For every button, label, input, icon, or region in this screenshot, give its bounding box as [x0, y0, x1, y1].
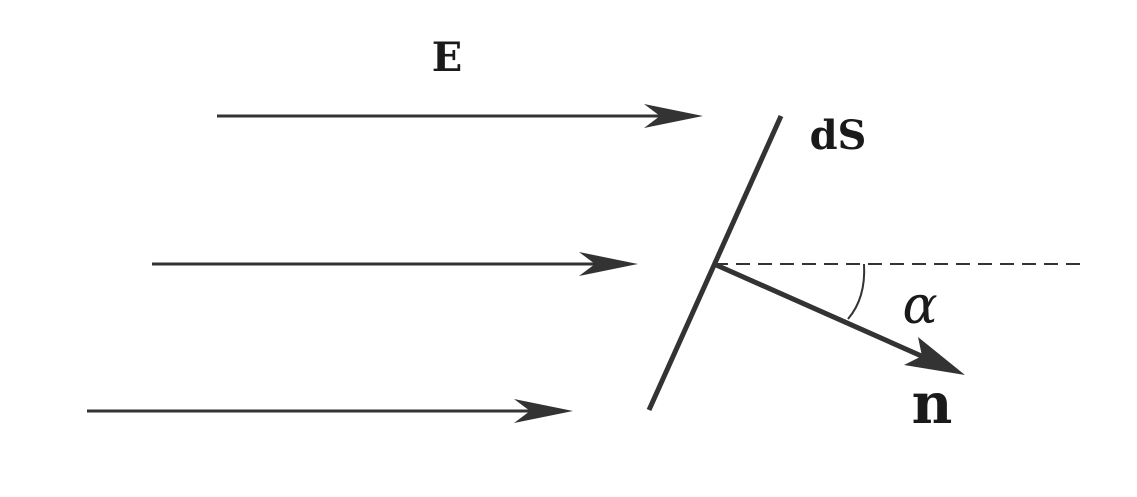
- surface-element-label: dS: [810, 112, 867, 159]
- normal-label: n: [912, 371, 953, 437]
- angle-arc: [847, 263, 866, 320]
- field-arrow-bottom-head: [514, 399, 573, 423]
- field-arrow-top-head: [644, 104, 703, 128]
- field-label: E: [432, 34, 463, 81]
- field-arrows: [87, 104, 703, 423]
- angle-label: α: [902, 276, 937, 336]
- field-arrow-middle-head: [579, 252, 638, 276]
- normal-vector: [712, 261, 965, 375]
- normal-vector-shaft: [712, 261, 937, 365]
- normal-vector-head: [904, 337, 965, 375]
